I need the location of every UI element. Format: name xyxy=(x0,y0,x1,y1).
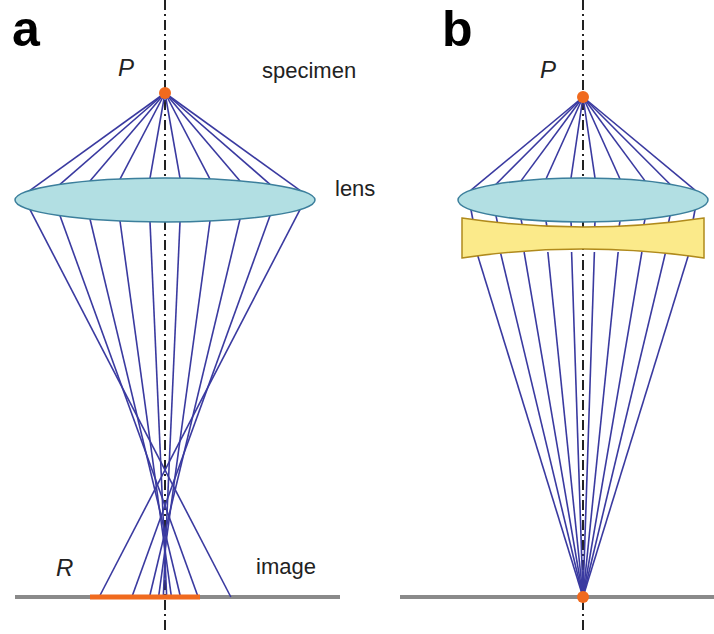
light-ray xyxy=(30,210,231,597)
light-ray xyxy=(165,93,240,181)
light-ray xyxy=(477,252,583,597)
point-label: P xyxy=(118,56,134,80)
light-ray xyxy=(159,221,210,597)
light-ray xyxy=(99,210,300,597)
object-point xyxy=(577,91,589,103)
light-ray xyxy=(583,97,695,190)
part-label: image xyxy=(256,556,316,578)
light-ray xyxy=(500,252,583,597)
light-ray xyxy=(521,97,583,181)
light-ray xyxy=(165,93,300,190)
light-ray xyxy=(132,216,270,597)
light-ray xyxy=(583,252,666,597)
light-ray xyxy=(165,93,270,184)
light-ray xyxy=(471,97,583,190)
part-label: specimen xyxy=(262,60,356,82)
light-ray xyxy=(60,93,165,184)
object-point xyxy=(159,87,171,99)
light-ray xyxy=(546,97,583,179)
blur-disc xyxy=(90,595,200,600)
image-plane xyxy=(400,595,714,599)
panel-letter: a xyxy=(12,4,40,54)
light-ray xyxy=(496,97,583,184)
light-ray xyxy=(583,252,642,597)
point-label: P xyxy=(540,58,556,82)
light-ray xyxy=(583,252,689,597)
image-point xyxy=(577,591,589,603)
light-ray xyxy=(120,93,165,179)
light-ray xyxy=(548,252,583,597)
image-plane xyxy=(15,595,340,599)
light-ray xyxy=(150,93,165,178)
corrector-lens xyxy=(462,218,704,258)
light-ray xyxy=(572,252,583,597)
convex-lens xyxy=(15,178,315,222)
panel-letter: b xyxy=(442,4,473,54)
point-label: R xyxy=(56,556,73,580)
light-ray xyxy=(524,252,583,597)
convex-lens xyxy=(458,178,708,222)
part-label: lens xyxy=(335,178,375,200)
light-ray xyxy=(583,97,620,179)
light-ray xyxy=(165,93,210,179)
light-ray xyxy=(571,97,583,178)
light-ray xyxy=(90,93,165,181)
light-ray xyxy=(30,93,165,190)
light-ray xyxy=(583,97,670,184)
light-ray xyxy=(149,219,240,597)
light-ray xyxy=(583,97,645,181)
